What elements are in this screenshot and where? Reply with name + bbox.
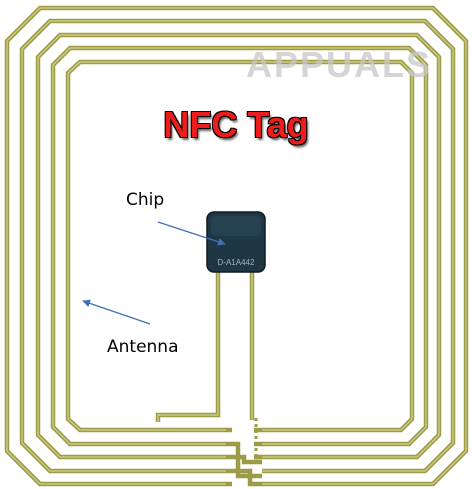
chip-leads (155, 270, 255, 422)
antenna-crossover (226, 415, 262, 489)
nfc-chip: D-A1A442 (206, 211, 266, 273)
diagram-title: NFC Tag (163, 104, 309, 145)
antenna-arrow (82, 299, 151, 325)
watermark-logo: APPUALS (246, 44, 433, 85)
antenna-coil (4, 5, 469, 487)
antenna-label: Antenna (107, 337, 179, 357)
chip-arrow (157, 221, 226, 246)
chip-label: Chip (126, 190, 165, 210)
chip-marking: D-A1A442 (218, 258, 255, 267)
